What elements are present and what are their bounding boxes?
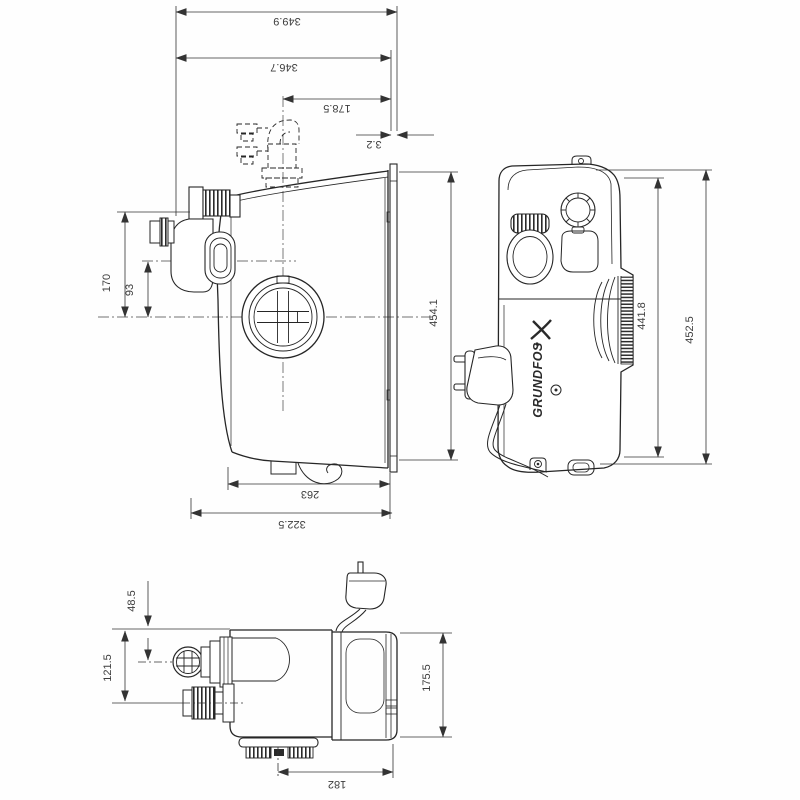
discharge-port: [172, 636, 233, 688]
bracket-clip: [385, 707, 398, 715]
dim-depth-top-right: 175.5: [421, 632, 447, 738]
dim-depth-body: 346.7: [175, 54, 392, 73]
grundfos-logo: GRUNDFOS: [530, 319, 552, 418]
dim-footprint-depth: 322.5: [190, 509, 393, 530]
phantom-top-inlet: [236, 119, 303, 188]
pump-body-top: [229, 629, 332, 738]
vent-cap: [560, 192, 596, 234]
dim-label: 170: [101, 274, 113, 292]
dim-label: 322.5: [278, 518, 306, 530]
dim-label: 452.5: [684, 316, 696, 344]
dim-label: 175.5: [421, 664, 433, 692]
dim-height-side: 454.1: [428, 171, 455, 461]
grundfos-logo-icon-stroke: [532, 320, 551, 340]
dim-label: 349.9: [273, 15, 301, 27]
plug-body: [466, 345, 514, 406]
dim-label: 178.5: [323, 102, 351, 114]
dim-tank-depth: 263: [227, 480, 391, 500]
dim-label: 3.2: [366, 138, 381, 150]
mounting-lugs-front: [529, 155, 595, 476]
brand-text: GRUNDFOS: [531, 342, 545, 418]
dim-label: 346.7: [270, 61, 298, 73]
dim-label: 93: [124, 284, 136, 296]
inlet-seal-oval: [506, 229, 554, 285]
dim-label: 182: [328, 778, 346, 790]
inlet-elbow: [149, 186, 241, 293]
dim-label: 441.8: [636, 302, 648, 330]
bottom-connector: [238, 737, 319, 759]
access-cover: [241, 275, 325, 359]
motor-rings: [593, 276, 634, 365]
dim-height-body: 441.8: [636, 177, 662, 458]
dim-depth-total: 349.9: [175, 8, 398, 27]
recess-panel: [560, 230, 599, 273]
dim-inlet-offset: 121.5: [102, 630, 129, 702]
dim-wall-gap: 3.2: [356, 131, 434, 150]
power-cable-front: [486, 403, 549, 478]
dim-label: 121.5: [102, 654, 114, 682]
power-plug-top: [345, 561, 387, 610]
dim-label: 263: [301, 488, 319, 500]
bracket-clip: [385, 699, 398, 707]
dimensions-side: 349.9 346.7 178.5 3.2 170 93: [101, 6, 458, 530]
dim-height-total: 452.5: [684, 169, 710, 465]
dim-label: 454.1: [428, 299, 440, 327]
lid-seam-front: [507, 166, 613, 265]
handle-recess: [275, 637, 290, 682]
dim-inlet-to-wall: 178.5: [282, 95, 392, 114]
dim-inlet-height: 170: [101, 211, 129, 318]
top-view: 48.5 121.5 175.5 182: [102, 561, 452, 790]
logo-dot: [535, 342, 539, 346]
dimensions-top: 48.5 121.5 175.5 182: [102, 581, 452, 790]
motor-housing-top: [331, 630, 398, 741]
front-view: GRUNDFOS: [453, 155, 712, 478]
plug-body: [345, 572, 387, 610]
dim-outlet-height: 93: [124, 261, 152, 318]
dim-motor-width: 182: [277, 768, 394, 790]
plug-pin: [357, 561, 364, 575]
dim-label: 48.5: [126, 590, 138, 611]
screw: [550, 384, 562, 396]
wall-bracket-plate: [386, 163, 398, 473]
side-view: 349.9 346.7 178.5 3.2 170 93: [98, 6, 458, 530]
dimensions-front: 441.8 452.5: [596, 169, 712, 465]
motor-ribbed-band: [620, 276, 634, 365]
power-cable-top: [335, 608, 367, 633]
dim-port-offset: 48.5: [126, 581, 152, 661]
power-plug-front: [453, 345, 514, 406]
